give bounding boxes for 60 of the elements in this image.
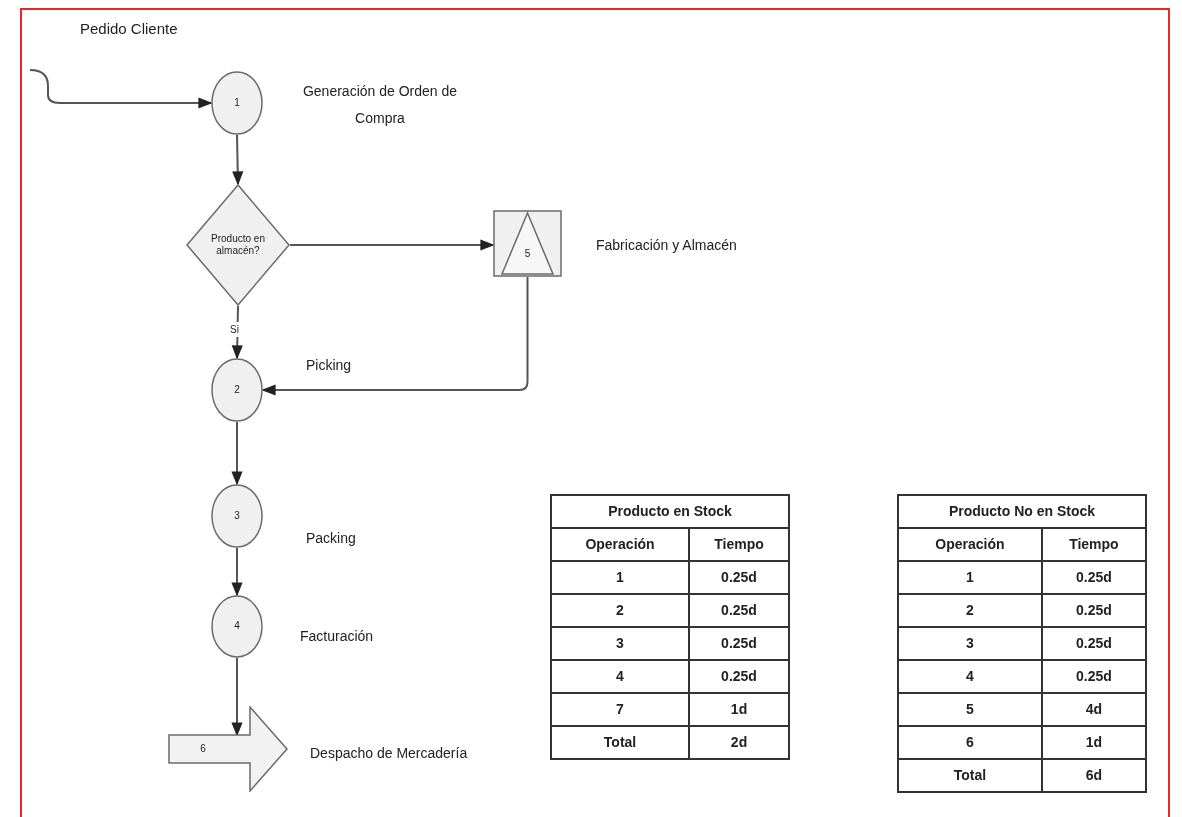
column-header: Operación	[898, 528, 1042, 561]
table-cell: 1	[898, 561, 1042, 594]
step-label: Generación de Orden de Compra	[301, 82, 459, 128]
step-label: Facturación	[300, 627, 375, 646]
arrow	[289, 239, 495, 251]
table-cell: Total	[551, 726, 690, 759]
table-cell: 5	[898, 693, 1042, 726]
table-cell: 2	[551, 594, 690, 627]
table-cell: 1d	[689, 693, 789, 726]
step-number: 6	[200, 742, 206, 756]
process-circle	[211, 358, 263, 422]
table-title: Producto en Stock	[551, 495, 789, 528]
edge-label: Si	[230, 322, 239, 337]
table-cell: 0.25d	[1041, 561, 1146, 594]
dispatch-arrow	[168, 706, 288, 792]
table-cell: 4	[551, 660, 690, 693]
table-cell: Total	[898, 759, 1042, 792]
table-cell: 2	[898, 594, 1042, 627]
table-title: Producto No en Stock	[898, 495, 1146, 528]
table-cell: 0.25d	[689, 627, 789, 660]
table-cell: 4d	[1041, 693, 1146, 726]
table-cell: 1d	[1041, 726, 1146, 759]
table-cell: 6d	[1041, 759, 1146, 792]
storage-box	[493, 210, 562, 277]
table-cell: 0.25d	[689, 660, 789, 693]
column-header: Operación	[551, 528, 690, 561]
table-cell: 2d	[689, 726, 789, 759]
table-cell: 0.25d	[1041, 627, 1146, 660]
decision-diamond	[186, 184, 290, 306]
column-header: Tiempo	[689, 528, 789, 561]
arrow	[231, 657, 243, 737]
step-label: Despacho de Mercadería	[310, 744, 469, 763]
column-header: Tiempo	[1041, 528, 1146, 561]
table-cell: 1	[551, 561, 690, 594]
process-circle	[211, 595, 263, 658]
table-cell: 7	[551, 693, 690, 726]
table-cell: 3	[551, 627, 690, 660]
step-number: 2	[234, 383, 240, 397]
step-number: 3	[234, 509, 240, 523]
process-circle	[211, 484, 263, 548]
step-number: 5	[524, 248, 531, 261]
step-number: 1	[234, 96, 240, 110]
step-label: Picking	[306, 356, 353, 375]
step-number: 4	[234, 620, 240, 633]
arrow	[231, 547, 243, 597]
table-cell: 0.25d	[689, 561, 789, 594]
process-circle	[211, 71, 263, 135]
table-cell: 0.25d	[1041, 594, 1146, 627]
arrow	[232, 134, 244, 186]
step-label: Packing	[306, 529, 357, 548]
arrow	[261, 276, 529, 396]
table-cell: 3	[898, 627, 1042, 660]
step-label: Fabricación y Almacén	[596, 236, 738, 255]
table-cell: 0.25d	[1041, 660, 1146, 693]
table-cell: 4	[898, 660, 1042, 693]
decision-text: Producto en almacén?	[210, 232, 266, 258]
table-cell: 0.25d	[689, 594, 789, 627]
table-cell: 6	[898, 726, 1042, 759]
arrow	[231, 421, 243, 486]
arrow	[29, 69, 213, 109]
